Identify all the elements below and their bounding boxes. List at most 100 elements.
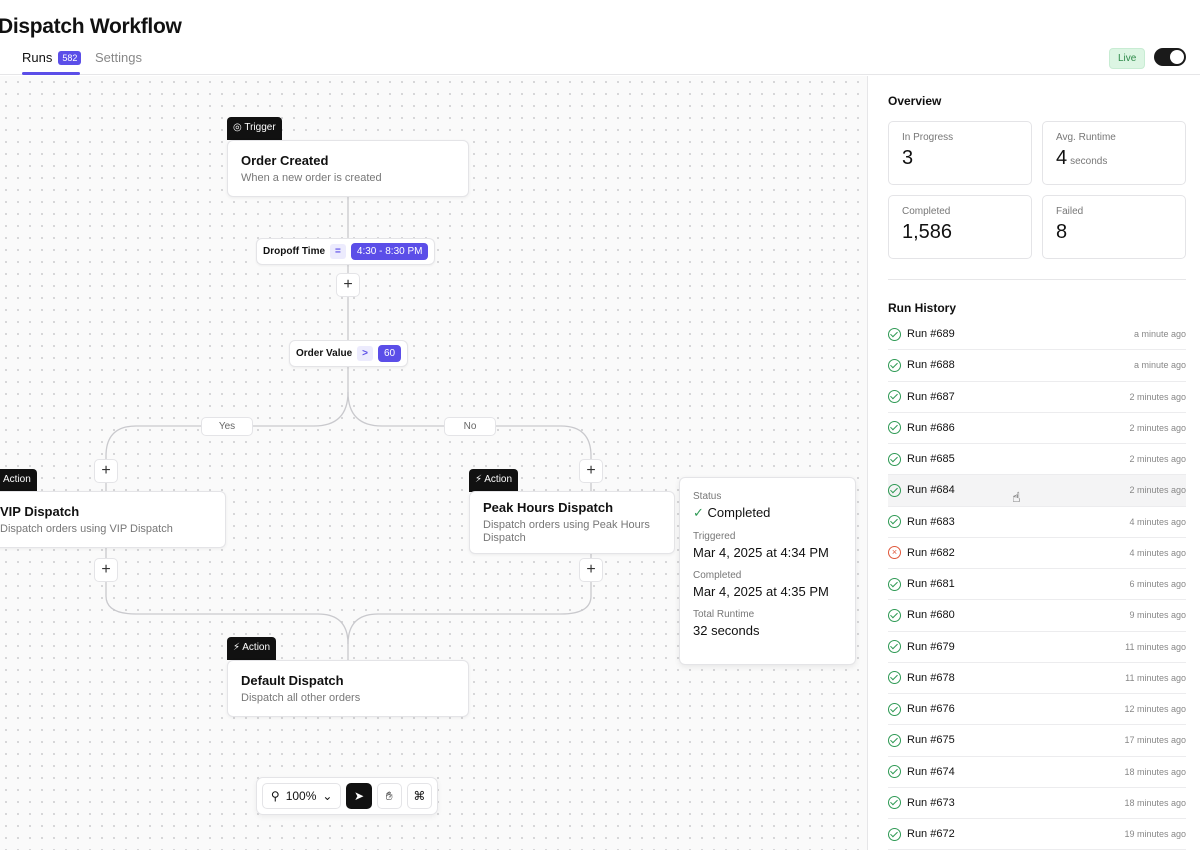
- header: Dispatch Workflow Runs 582 Settings Live: [0, 0, 1200, 75]
- check-circle-icon: [888, 515, 901, 529]
- divider: [888, 279, 1186, 280]
- completed-label: Completed: [693, 570, 742, 581]
- tag-label: Action: [3, 474, 31, 485]
- condition-dropoff-time[interactable]: Dropoff Time = 4:30 - 8:30 PM: [256, 238, 436, 265]
- stat-label: In Progress: [902, 132, 954, 143]
- live-toggle[interactable]: [1154, 48, 1186, 66]
- zoom-level: 100%: [285, 789, 317, 803]
- trigger-node[interactable]: Order Created When a new order is create…: [227, 140, 469, 197]
- run-name: Run #673: [907, 796, 955, 809]
- run-row[interactable]: Run #679 11 minutes ago: [888, 632, 1186, 663]
- check-circle-icon: [888, 671, 901, 685]
- default-dispatch-node[interactable]: Default Dispatch Dispatch all other orde…: [227, 660, 469, 717]
- check-circle-icon: ✓: [693, 505, 704, 520]
- select-tool-button[interactable]: ➤: [346, 783, 372, 809]
- run-row[interactable]: Run #686 2 minutes ago: [888, 413, 1186, 444]
- zoom-select[interactable]: ⚲ 100% ⌄: [262, 783, 342, 809]
- run-name: Run #675: [907, 734, 955, 747]
- run-time: 6 minutes ago: [1129, 579, 1186, 590]
- add-step-button[interactable]: +: [336, 273, 360, 297]
- condition-value: 60: [377, 345, 402, 362]
- run-row[interactable]: Run #681 6 minutes ago: [888, 569, 1186, 601]
- check-circle-icon: [888, 577, 901, 591]
- lightning-icon: ⚡︎: [475, 474, 483, 485]
- run-row[interactable]: Run #689 a minute ago: [888, 319, 1186, 351]
- tab-label: Runs: [22, 50, 53, 65]
- trigger-icon: ◎: [233, 122, 242, 133]
- completed-value: Mar 4, 2025 at 4:35 PM: [693, 584, 829, 599]
- layout-tool-button[interactable]: ⌘: [406, 783, 432, 809]
- vip-dispatch-node[interactable]: VIP Dispatch Dispatch orders using VIP D…: [0, 491, 226, 548]
- runtime-value: 32 seconds: [693, 623, 760, 638]
- condition-order-value[interactable]: Order Value > 60: [289, 340, 409, 367]
- mouse-cursor-icon: ☝︎: [1012, 489, 1021, 505]
- run-name: Run #676: [907, 703, 955, 716]
- run-name: Run #685: [907, 453, 955, 466]
- add-step-button[interactable]: +: [94, 459, 118, 483]
- check-circle-icon: [888, 733, 901, 747]
- run-time: 11 minutes ago: [1125, 641, 1186, 652]
- run-row[interactable]: Run #680 9 minutes ago: [888, 600, 1186, 632]
- runs-count-badge: 582: [58, 51, 82, 65]
- run-time: 9 minutes ago: [1129, 610, 1186, 621]
- tag-label: Trigger: [244, 122, 276, 133]
- add-step-button[interactable]: +: [94, 558, 118, 582]
- stat-value: 3: [902, 147, 914, 169]
- run-name: Run #680: [907, 609, 955, 622]
- run-time: 2 minutes ago: [1129, 422, 1186, 433]
- run-time: 18 minutes ago: [1124, 797, 1186, 808]
- node-subtitle: Dispatch orders using Peak Hours Dispatc…: [483, 519, 650, 544]
- run-name: Run #686: [907, 421, 955, 434]
- tag-label: Action: [242, 642, 271, 653]
- run-name: Run #678: [907, 671, 955, 684]
- tab-runs[interactable]: Runs 582: [22, 50, 82, 65]
- page-title: Dispatch Workflow: [0, 15, 182, 38]
- run-time: a minute ago: [1133, 329, 1186, 340]
- run-row[interactable]: Run #673 18 minutes ago: [888, 788, 1186, 819]
- condition-field: Dropoff Time: [263, 246, 326, 257]
- workflow-canvas[interactable]: ◎ Trigger Order Created When a new order…: [0, 76, 867, 850]
- status-label: Status: [693, 491, 722, 502]
- pan-tool-button[interactable]: ✋︎: [376, 783, 402, 809]
- triggered-label: Triggered: [693, 531, 736, 542]
- run-name: Run #689: [907, 328, 955, 341]
- run-time: 11 minutes ago: [1125, 672, 1186, 683]
- condition-value: 4:30 - 8:30 PM: [350, 243, 429, 260]
- peak-hours-dispatch-node[interactable]: Peak Hours Dispatch Dispatch orders usin…: [469, 491, 675, 554]
- condition-operator: =: [330, 244, 346, 259]
- run-name: Run #687: [907, 390, 955, 403]
- check-circle-icon: [888, 452, 901, 466]
- run-row[interactable]: Run #678 11 minutes ago: [888, 663, 1186, 694]
- run-time: 2 minutes ago: [1129, 391, 1186, 402]
- stat-value: 4: [1056, 147, 1068, 169]
- tab-settings[interactable]: Settings: [95, 50, 142, 65]
- stat-label: Avg. Runtime: [1056, 132, 1116, 143]
- condition-field: Order Value: [296, 348, 353, 359]
- check-circle-icon: [888, 827, 901, 841]
- condition-operator: >: [357, 346, 373, 361]
- active-tab-indicator: [22, 72, 80, 75]
- run-name: Run #681: [907, 578, 955, 591]
- check-circle-icon: [888, 421, 901, 435]
- run-name: Run #679: [907, 640, 955, 653]
- add-step-button[interactable]: +: [579, 459, 603, 483]
- add-step-button[interactable]: +: [579, 558, 603, 582]
- search-icon: ⚲: [270, 789, 280, 803]
- live-badge: Live: [1109, 48, 1146, 69]
- run-history-title: Run History: [888, 301, 957, 315]
- run-row[interactable]: Run #687 2 minutes ago: [888, 382, 1186, 413]
- chevron-down-icon: ⌄: [322, 789, 333, 803]
